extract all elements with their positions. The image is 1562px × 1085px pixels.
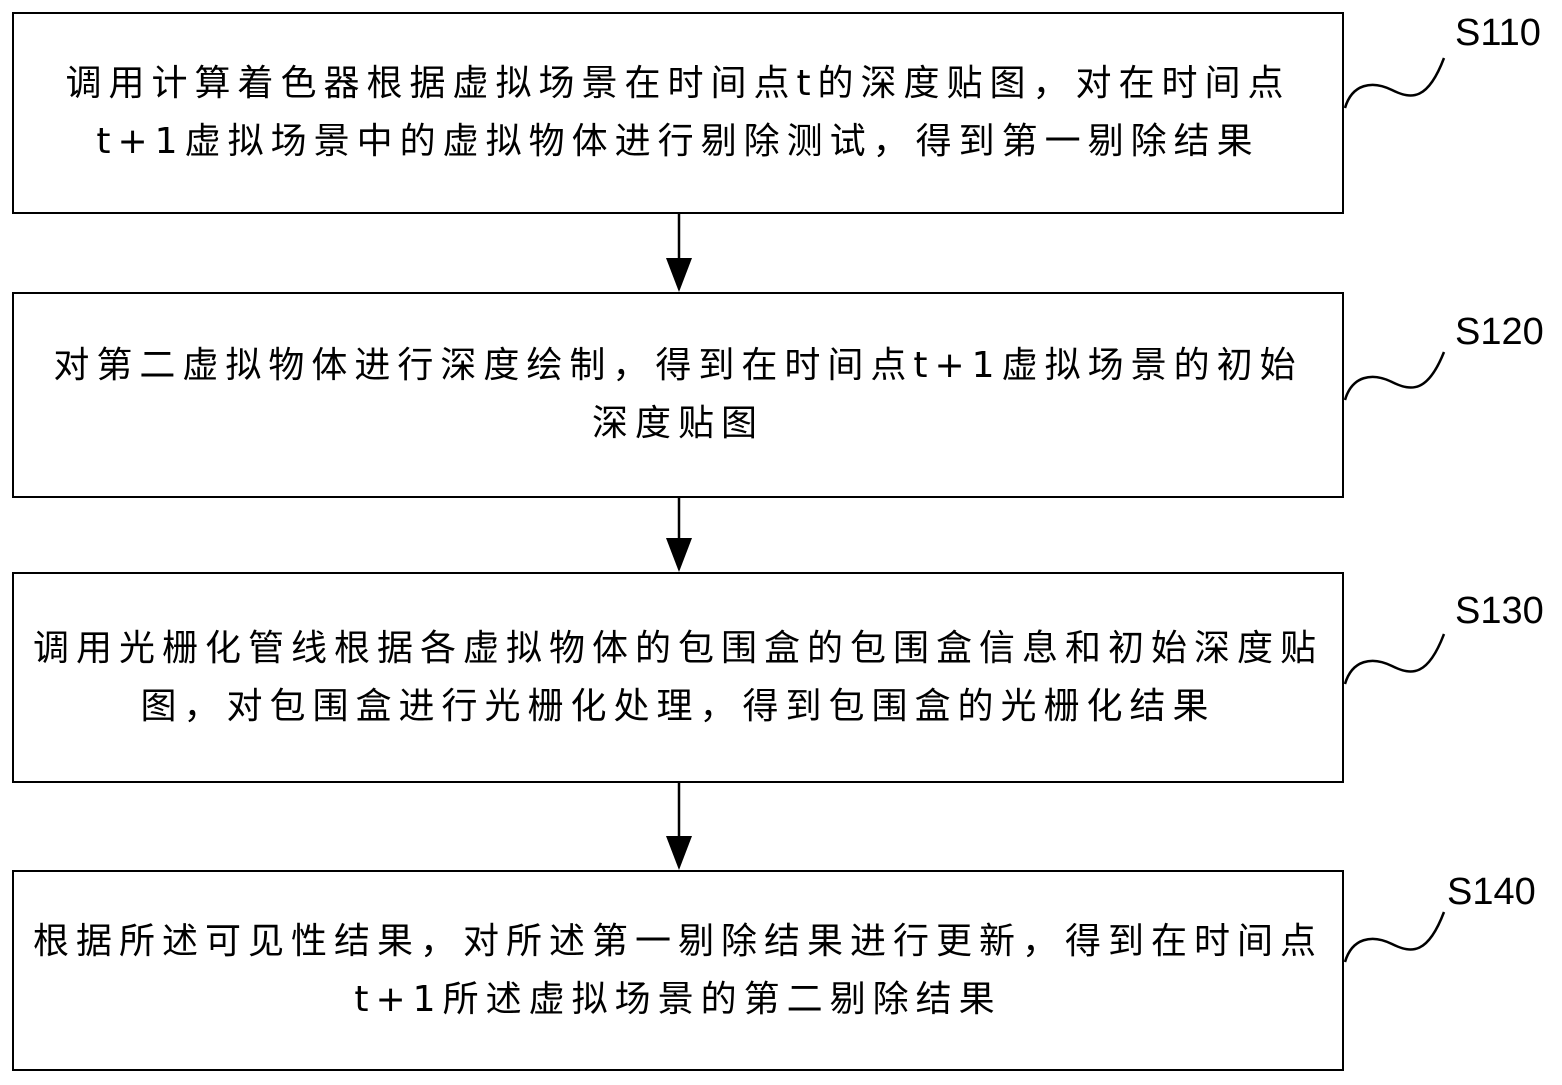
leader-line-s130 bbox=[1343, 633, 1446, 685]
step-box-s120: 对第二虚拟物体进行深度绘制，得到在时间点t+1虚拟场景的初始深度贴图 bbox=[12, 292, 1344, 498]
step-text-s130: 调用光栅化管线根据各虚拟物体的包围盒的包围盒信息和初始深度贴图，对包围盒进行光栅… bbox=[32, 627, 1323, 727]
flow-arrow-3 bbox=[666, 783, 692, 870]
step-text-s110: 调用计算着色器根据虚拟场景在时间点t的深度贴图，对在时间点t+1虚拟场景中的虚拟… bbox=[65, 63, 1291, 162]
step-text-s120: 对第二虚拟物体进行深度绘制，得到在时间点t+1虚拟场景的初始深度贴图 bbox=[53, 345, 1303, 444]
flow-arrow-1 bbox=[666, 214, 692, 292]
step-id-s140: S140 bbox=[1447, 871, 1536, 913]
step-id-s130: S130 bbox=[1455, 590, 1544, 632]
step-text-s140: 根据所述可见性结果，对所述第一剔除结果进行更新，得到在时间点t+1所述虚拟场景的… bbox=[32, 920, 1323, 1020]
leader-line-s110 bbox=[1343, 57, 1446, 109]
flow-arrow-2 bbox=[666, 498, 692, 572]
step-box-s140: 根据所述可见性结果，对所述第一剔除结果进行更新，得到在时间点t+1所述虚拟场景的… bbox=[12, 870, 1344, 1071]
step-box-s110: 调用计算着色器根据虚拟场景在时间点t的深度贴图，对在时间点t+1虚拟场景中的虚拟… bbox=[12, 12, 1344, 214]
step-id-s110: S110 bbox=[1455, 12, 1541, 54]
leader-line-s120 bbox=[1343, 351, 1446, 401]
step-box-s130: 调用光栅化管线根据各虚拟物体的包围盒的包围盒信息和初始深度贴图，对包围盒进行光栅… bbox=[12, 572, 1344, 783]
leader-line-s140 bbox=[1343, 911, 1446, 963]
step-id-s120: S120 bbox=[1455, 311, 1544, 353]
